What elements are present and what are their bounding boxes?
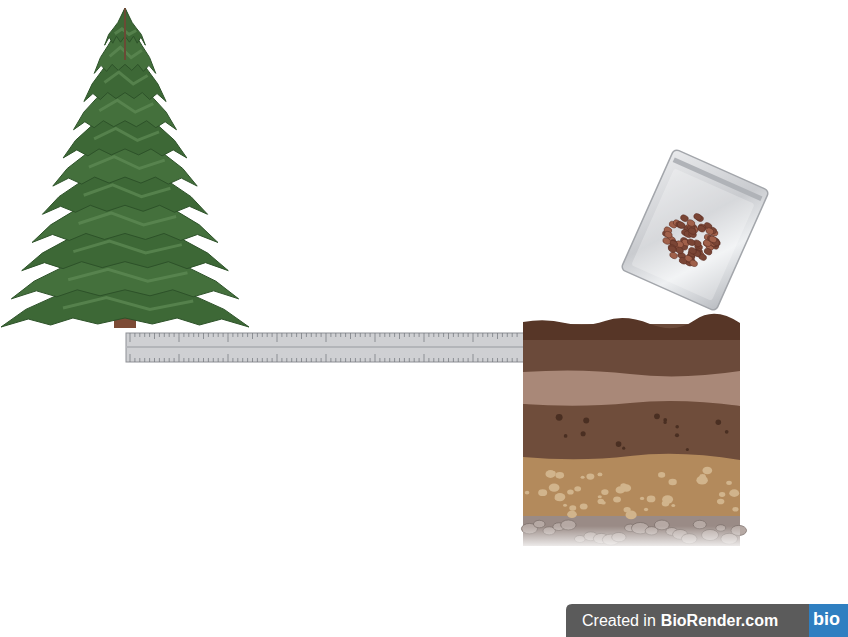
spruce-tree: [1, 8, 249, 328]
watermark-text: BioRender.com: [661, 611, 778, 631]
logo-text: bio: [813, 609, 840, 629]
soil-profile: [521, 314, 746, 548]
watermark-bar: [566, 604, 848, 637]
ruler: [126, 333, 524, 362]
sample-bag: [621, 149, 770, 312]
watermark-text: Created in: [582, 611, 656, 631]
